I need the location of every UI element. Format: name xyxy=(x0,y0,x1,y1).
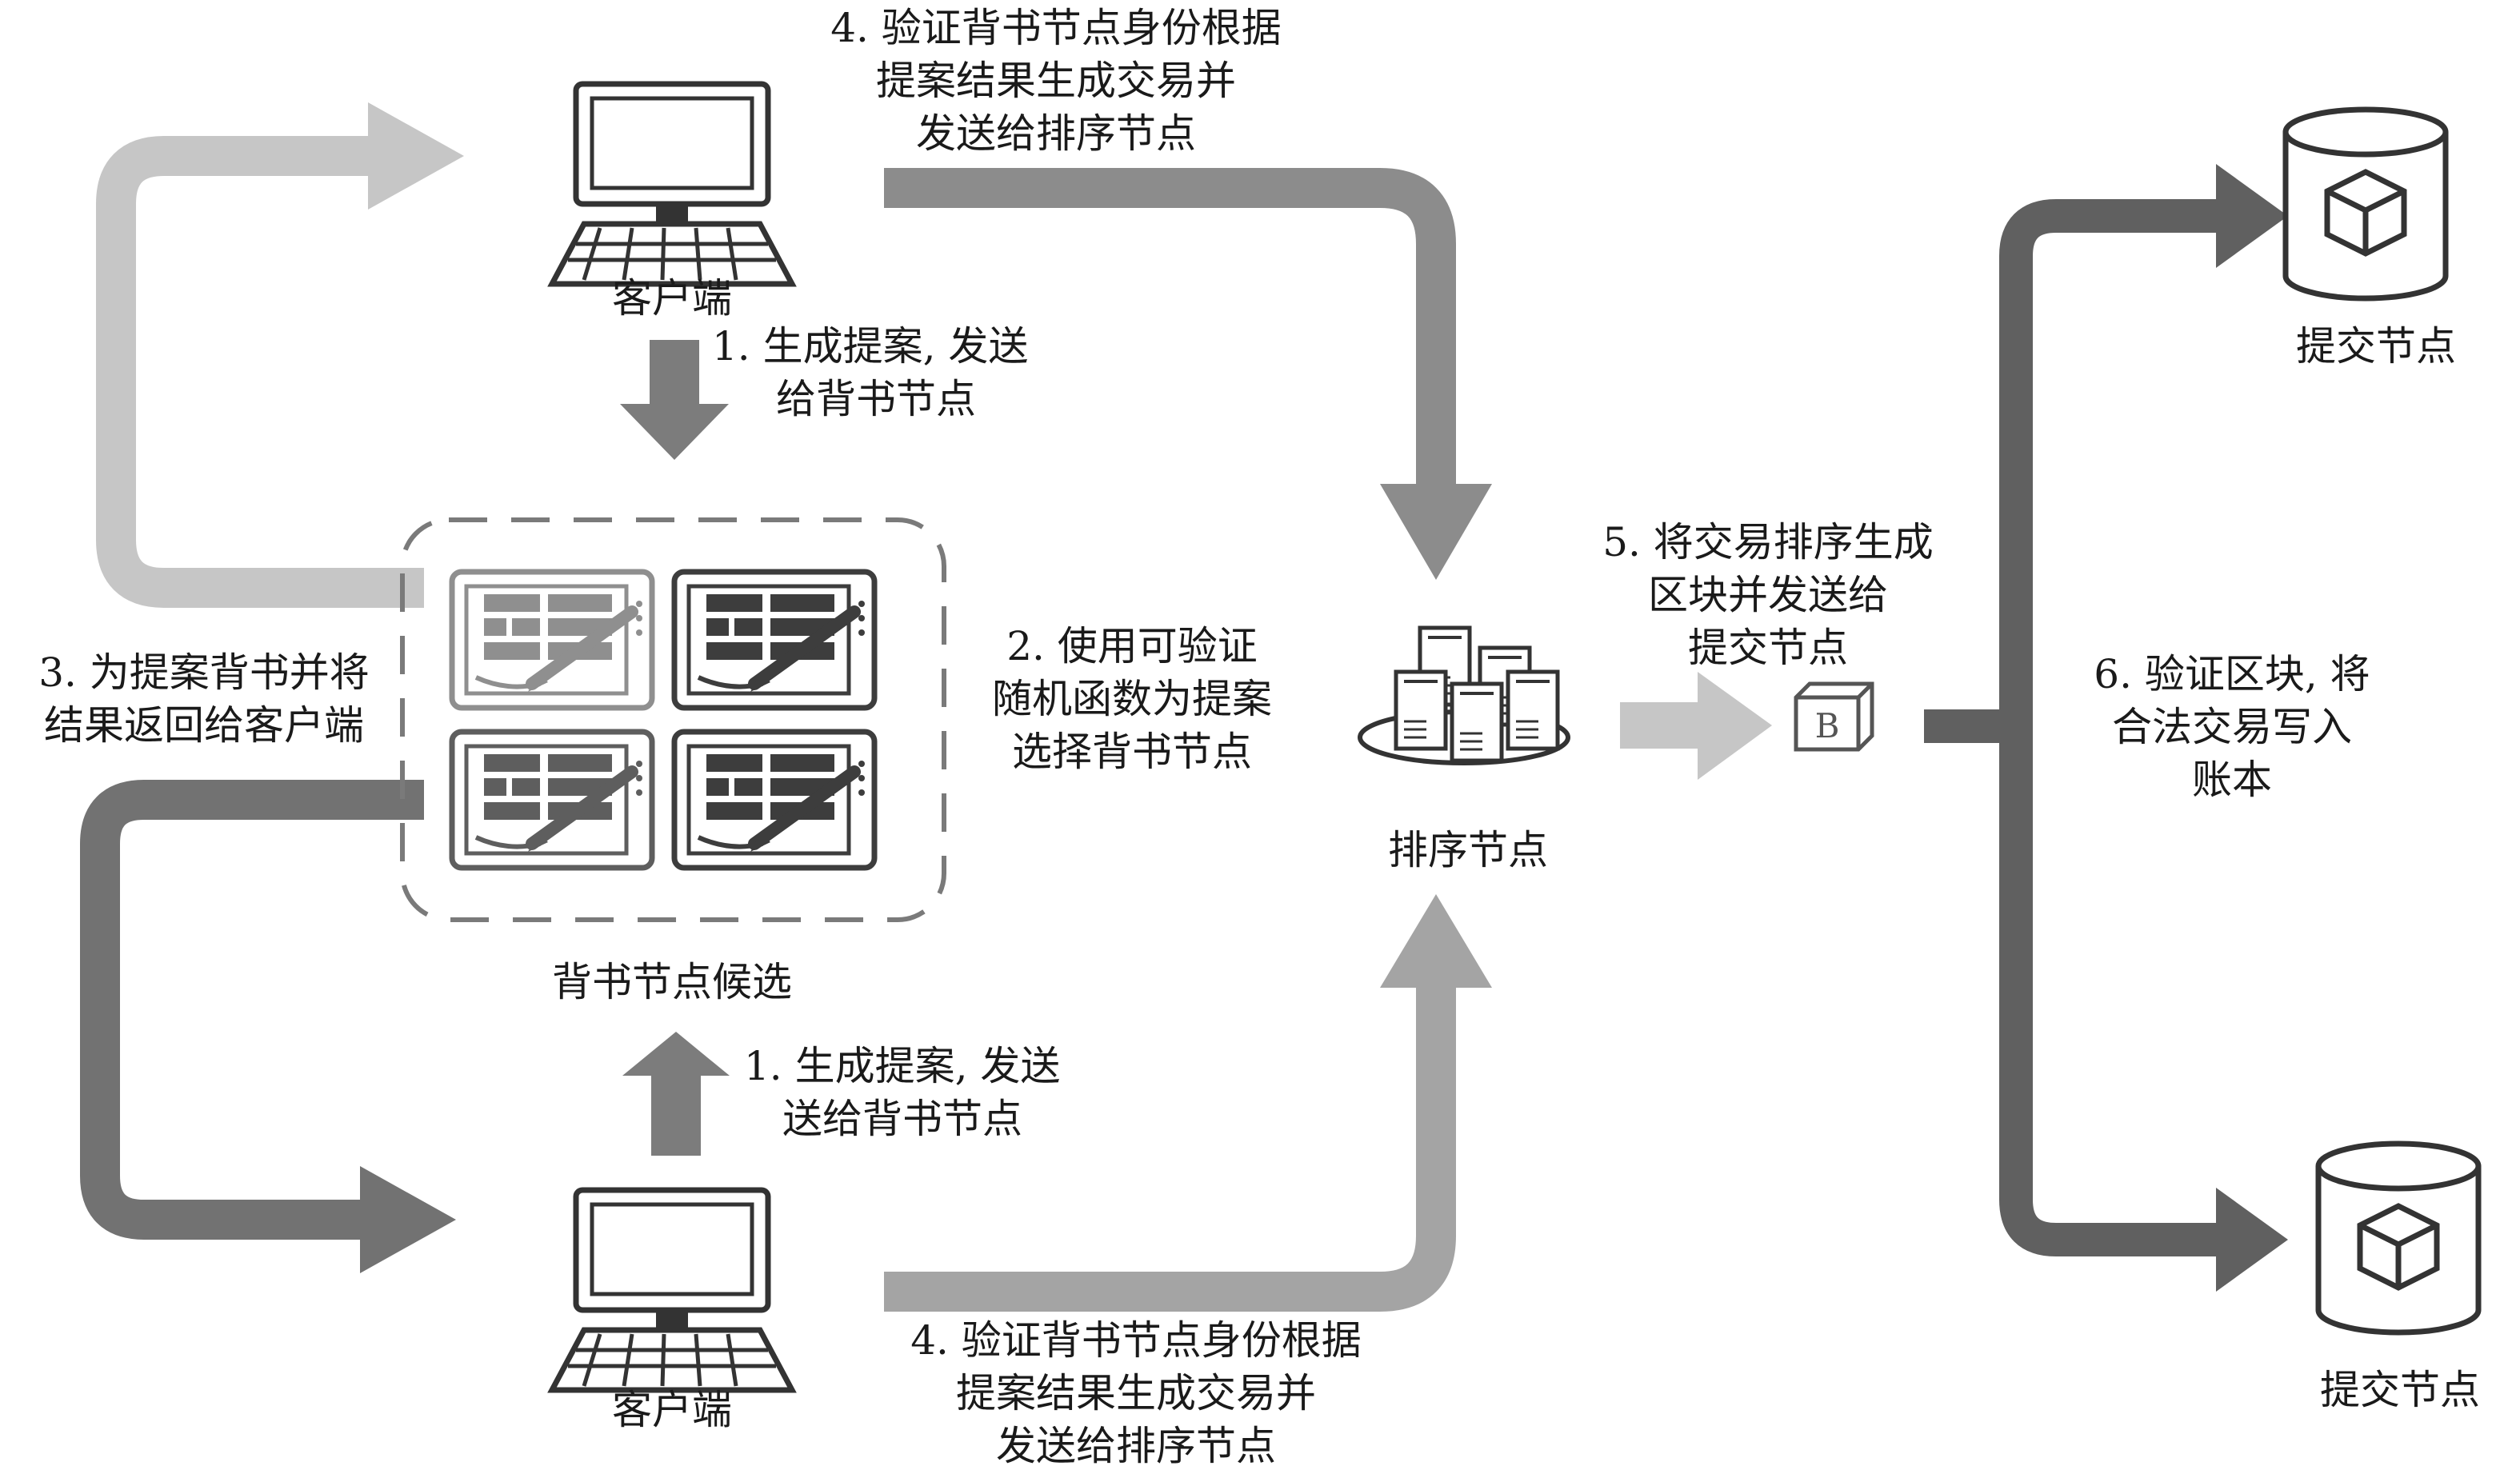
flow-arrow-endorse-to-client-bottom xyxy=(80,780,456,1273)
flow-arrow-endorse-to-client-top xyxy=(96,102,464,608)
endorsement-candidates-label: 背书节点候选 xyxy=(552,959,792,1005)
commit-node-bottom-label: 提交节点 xyxy=(2320,1367,2480,1413)
flow-arrow-step4-top xyxy=(884,168,1492,580)
step4-bottom-label: 4. 验证背书节点身份根据 提案结果生成交易并 发送给排序节点 xyxy=(910,1317,1362,1469)
step1-top-label: 1. 生成提案, 发送 给背书节点 xyxy=(712,323,1029,422)
commit-node-top-label: 提交节点 xyxy=(2296,323,2456,369)
flow-arrow-step1-bottom xyxy=(622,1032,730,1156)
flow-arrow-step1-top xyxy=(620,340,729,460)
step3-label: 3. 为提案背书并将 结果返回给客户端 xyxy=(38,649,370,749)
server-cluster-icon xyxy=(1358,628,1570,765)
endorsement-candidates-box xyxy=(400,517,946,922)
endorser-tablet-4 xyxy=(674,732,874,868)
database-icon xyxy=(2318,1144,2478,1332)
computer-icon xyxy=(552,1190,792,1390)
orderer-label: 排序节点 xyxy=(1388,827,1548,873)
step2-label: 2. 使用可验证 随机函数为提案 选择背书节点 xyxy=(992,623,1272,775)
database-icon xyxy=(2286,110,2446,298)
client-top-label: 客户端 xyxy=(612,275,732,322)
flow-arrow-step6 xyxy=(1924,164,2288,1292)
endorser-tablet-1 xyxy=(452,572,652,708)
flow-arrow-step4-bottom xyxy=(884,894,1492,1312)
block-icon: B xyxy=(1794,681,1874,752)
step6-label: 6. 验证区块, 将 合法交易写入 账本 xyxy=(2094,651,2370,803)
step5-label: 5. 将交易排序生成 区块并发送给 提交节点 xyxy=(1602,519,1934,671)
flow-arrow-step5 xyxy=(1620,672,1772,780)
endorser-tablet-3 xyxy=(452,732,652,868)
endorser-tablet-2 xyxy=(674,572,874,708)
step4-top-label: 4. 验证背书节点身份根据 提案结果生成交易并 发送给排序节点 xyxy=(830,5,1282,157)
client-bottom-label: 客户端 xyxy=(612,1387,732,1433)
computer-icon xyxy=(552,84,792,284)
step1-bottom-label: 1. 生成提案, 发送 送给背书节点 xyxy=(744,1043,1061,1142)
block-letter: B xyxy=(1815,706,1840,745)
